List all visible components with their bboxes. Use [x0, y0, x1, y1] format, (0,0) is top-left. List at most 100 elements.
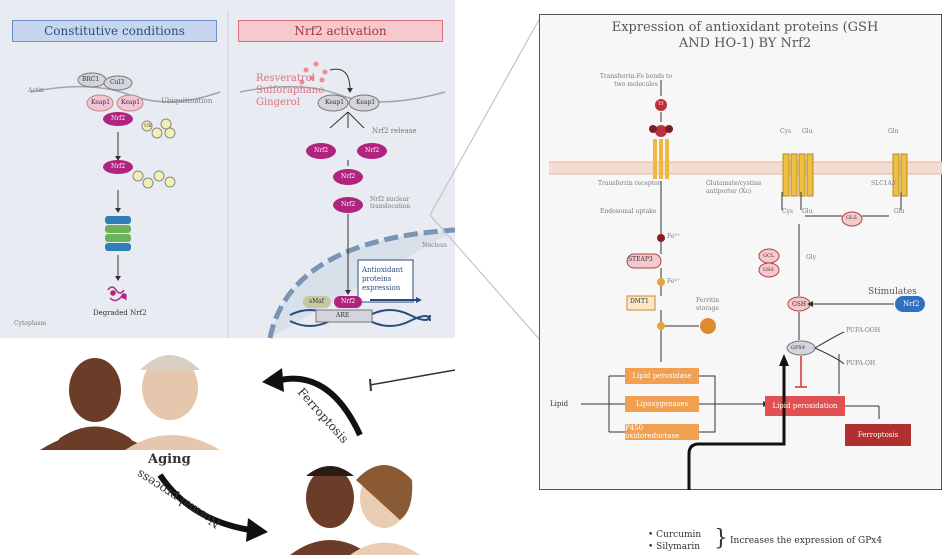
pufa-ooh-label: PUFA-OOH — [846, 327, 881, 334]
keap1-label-b: Keap1 — [121, 99, 141, 106]
xc-transporter-icon — [782, 153, 814, 197]
compound-list: • Curcumin • Silymarin — [648, 529, 701, 553]
steap3-pill — [626, 253, 662, 269]
compound-resveratrol: Resveratrol — [256, 73, 315, 84]
increase-expression-label: Increases the expression of GPx4 — [730, 536, 883, 546]
ub-circle — [164, 176, 176, 188]
smaf-label: sMaf — [309, 298, 325, 305]
endosomal-uptake-label: Endosomal uptake — [600, 208, 657, 215]
curcumin-arrow — [687, 364, 786, 490]
gls-pill — [841, 211, 863, 227]
inhibition-line — [369, 369, 456, 386]
nrf2-free-c — [333, 169, 363, 185]
nrf2-label-top: Nrf2 — [111, 115, 126, 122]
ferroptosis-box — [845, 424, 911, 446]
gln-inner-label: Glu — [894, 208, 905, 215]
tf-label: Tf — [658, 101, 664, 107]
slc1a5-label: SLC1A5 — [871, 180, 896, 187]
keap1-label-d: Keap1 — [356, 99, 376, 106]
antioxidant-expression-label: Antioxidant proteins expression — [362, 266, 403, 292]
cell-membrane — [549, 162, 942, 174]
ub-circle — [142, 177, 154, 189]
enzyme-box-1 — [625, 368, 699, 384]
enzyme-box-3 — [625, 424, 699, 440]
young-people-image — [290, 465, 420, 555]
cul3-label: Cul3 — [110, 79, 125, 86]
gss-pill — [758, 262, 780, 278]
keap1-label-c: Keap1 — [325, 99, 345, 106]
ub-circle — [160, 118, 172, 130]
ub-circle — [141, 120, 153, 132]
nrf2-activation-header: Nrf2 activation — [238, 20, 443, 42]
slc1a5-icon — [892, 153, 908, 197]
keap1-right-shape — [116, 94, 144, 112]
compound-silymarin: • Silymarin — [648, 542, 701, 552]
ferroptosis-pathway-diagram — [549, 80, 942, 490]
nrf2-mid-shape — [103, 160, 133, 174]
elderly-people-image — [40, 355, 220, 450]
cul3-shape — [103, 75, 133, 91]
are-label: ARE — [336, 312, 350, 319]
antioxidant-expression-box — [357, 259, 414, 303]
brcl-label: BRC1 — [82, 76, 100, 83]
dmt1-box — [626, 295, 656, 311]
activator-compounds: Resveratrol Sulforaphane Gingerol — [256, 73, 326, 109]
nrf2-label-mid: Nrf2 — [111, 163, 126, 170]
ub-circle — [153, 170, 165, 182]
gls-label: GLS — [846, 215, 857, 221]
ub-circle — [132, 170, 144, 182]
ub-label: Ub — [144, 123, 152, 129]
proteasome-icon — [105, 216, 131, 251]
dmt1-label: DMT1 — [630, 298, 649, 305]
nrf2-pill — [895, 296, 925, 312]
pufa-oh-label: PUFA-OH — [846, 360, 876, 367]
translocation-label: Nrf2 nuclear translocation — [370, 196, 411, 210]
nrf2-bound-shape — [334, 296, 362, 308]
transferrin-receptor-label: Transferrin receptor — [598, 180, 661, 187]
nrf2-free-a — [306, 143, 336, 159]
ferritin-icon — [700, 318, 716, 334]
degraded-nrf2-icon — [107, 286, 127, 302]
nrf2-translocating — [333, 197, 363, 213]
lipid-label: Lipid — [550, 400, 569, 408]
gcl-label: GCL — [763, 253, 775, 259]
ferroptosis-box-label: Ferroptosis — [857, 431, 899, 439]
constitutive-header: Constitutive conditions — [12, 20, 217, 42]
cytoplasm-label: Cytoplasm — [14, 320, 47, 327]
nrf2-label-b: Nrf2 — [365, 147, 380, 154]
are-shape — [315, 309, 373, 323]
ferroptosis-arrow — [279, 375, 363, 437]
compound-curcumin: • Curcumin — [648, 530, 702, 540]
compound-sulforaphane: Sulforaphane — [256, 85, 325, 96]
exchanger-label: Glutamate/cystine antiporter (Xc) — [706, 180, 762, 195]
nrf2-label-c: Nrf2 — [341, 173, 356, 180]
degraded-nrf2-label: Degraded Nrf2 — [93, 309, 147, 317]
actin-label: Actin — [28, 87, 44, 94]
keap1-shape-a — [317, 94, 349, 112]
fe2-label: Fe²⁺ — [667, 278, 680, 285]
enzyme-box-2 — [625, 396, 699, 412]
gpx4-label: GPX4 — [791, 345, 806, 351]
nrf2-free-b — [357, 143, 387, 159]
steap3-label: STEAP3 — [628, 256, 653, 263]
enzyme-label-3: P450 oxidoreductase — [625, 424, 680, 440]
nrf2-bound-label: Nrf2 — [341, 298, 356, 305]
nucleus-label: Nucleus — [422, 242, 447, 249]
normal-process-arrow — [157, 473, 251, 533]
right-panel — [539, 14, 942, 490]
nrf2-right-label: Nrf2 — [903, 300, 920, 308]
aging-diagram — [40, 355, 456, 555]
right-panel-title: Expression of antioxidant proteins (GSH … — [611, 20, 879, 51]
cys-label: Cys — [780, 128, 792, 135]
enzyme-label-2: Lipoxygenases — [635, 400, 689, 408]
actin-filament-right — [239, 85, 446, 103]
transferrin-tf-icon — [655, 99, 667, 111]
glu-inner-label: Glu — [802, 208, 813, 215]
activator-dots — [299, 61, 328, 85]
ubiquitination-label: Ubiquitination — [161, 97, 213, 105]
left-panel-diagram — [29, 10, 455, 339]
nrf2-label-a: Nrf2 — [314, 147, 329, 154]
gly-label: Gly — [806, 254, 817, 261]
stimulates-label: Stimulates — [868, 287, 917, 297]
glu-label: Glu — [802, 128, 813, 135]
